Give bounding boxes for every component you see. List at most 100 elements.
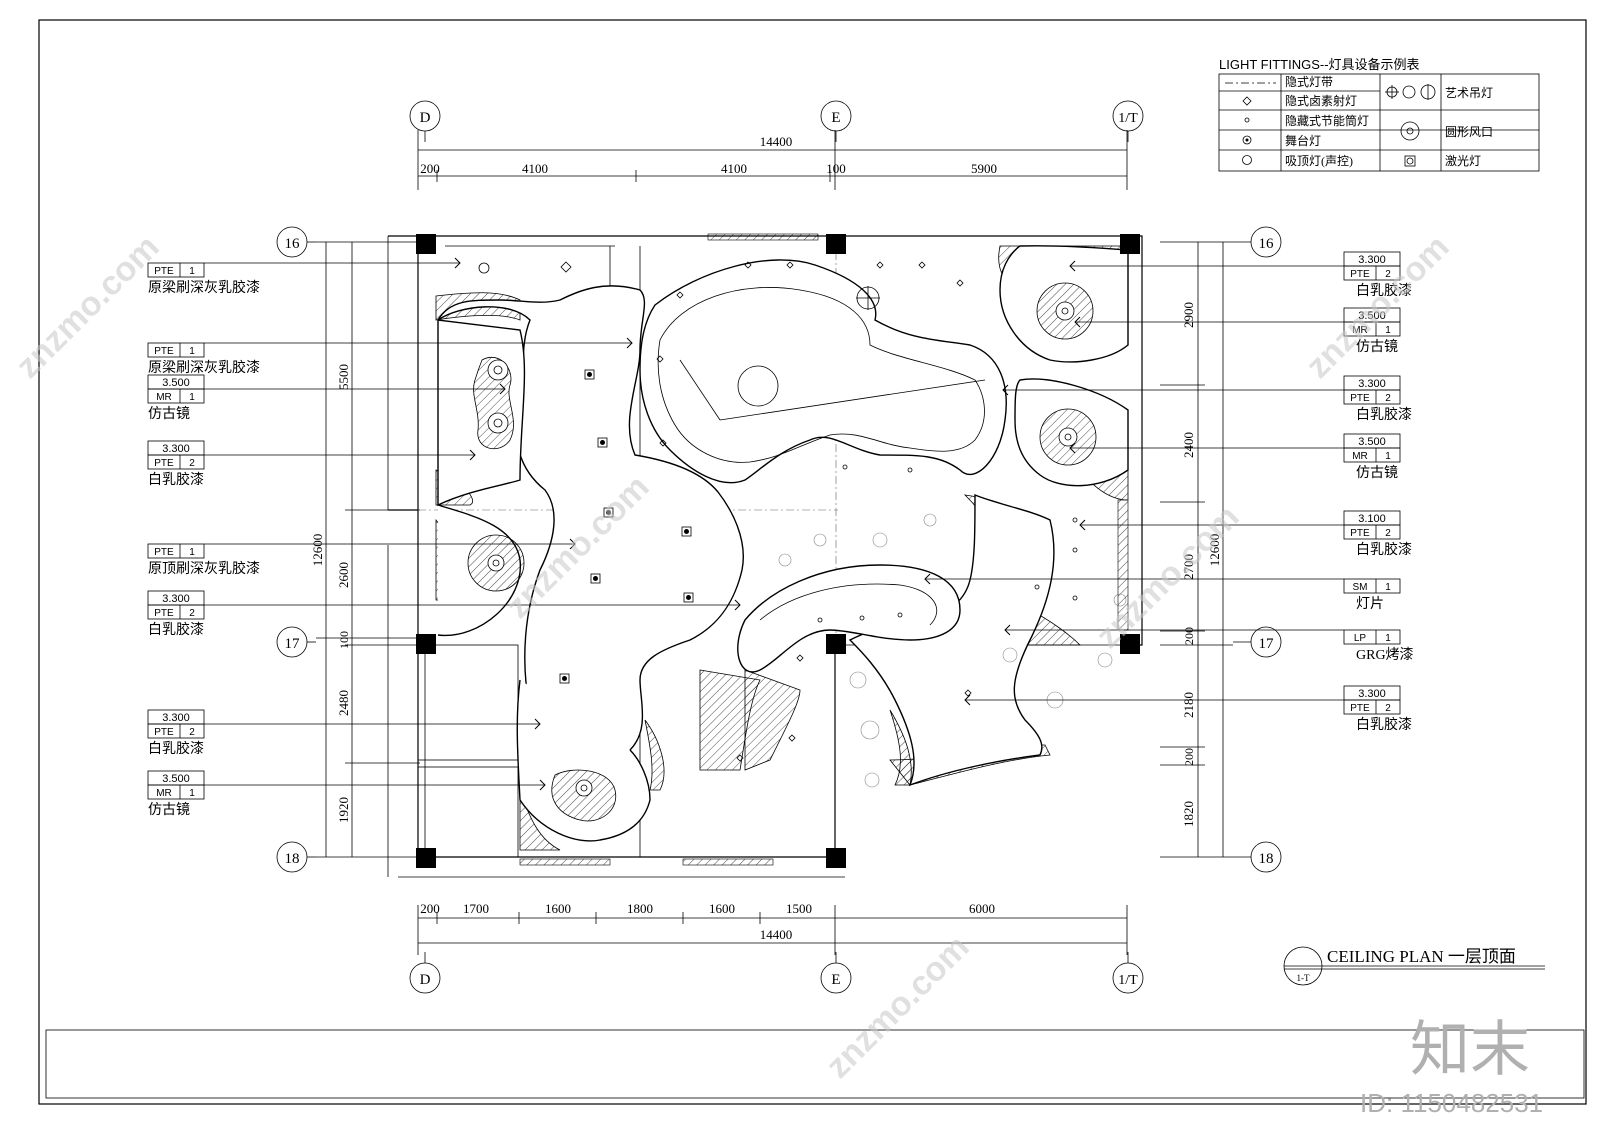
dim-left-3: 100	[337, 631, 351, 649]
row-right-18: 18	[1259, 851, 1274, 867]
watermark-id: ID: 1150482531	[1360, 1088, 1543, 1118]
tag-label: 白乳胶漆	[1356, 406, 1412, 423]
row-right-16: 16	[1259, 236, 1275, 252]
watermark-text-1: znzmo.com	[9, 228, 167, 386]
tag-elevation: 3.500	[162, 377, 190, 389]
row-bubbles: 16 17 18 16 17 18	[276, 226, 1282, 873]
dim-bottom-6: 1500	[786, 901, 812, 916]
axis-bubbles-bottom: D E 1/T	[409, 952, 1144, 994]
tag-number: 2	[189, 458, 195, 469]
tag-code: PTE	[154, 458, 174, 469]
dim-top-1: 200	[420, 161, 440, 176]
floor-plan	[387, 233, 1143, 878]
tag-code: PTE	[1350, 528, 1370, 539]
dim-right-1: 2900	[1181, 302, 1196, 328]
row-left-17: 17	[285, 636, 301, 652]
tag-label: 灯片	[1356, 596, 1384, 612]
tag-elevation: 3.100	[1358, 513, 1386, 525]
tag-elevation: 3.300	[1358, 688, 1386, 700]
tag-code: MR	[156, 788, 172, 799]
tag-label: 仿古镜	[1356, 465, 1398, 481]
tag-label: 白乳胶漆	[148, 621, 204, 638]
tag-code: MR	[1352, 451, 1368, 462]
tag-elevation: 3.500	[1358, 310, 1386, 322]
dim-bottom-3: 1600	[545, 901, 571, 916]
tag-code: PTE	[154, 547, 174, 558]
tag-number: 2	[189, 727, 195, 738]
dim-left-total: 12600	[310, 534, 325, 567]
tag-label: 白乳胶漆	[148, 740, 204, 757]
dim-bottom-1: 200	[420, 901, 440, 916]
tag-number: 1	[189, 392, 195, 403]
dim-top-2: 4100	[522, 161, 548, 176]
tag-label: 仿古镜	[1356, 339, 1398, 355]
legend-table: LIGHT FITTINGS--灯具设备示例表 隐式灯带 隐式卤素射灯 隐藏式节…	[1218, 57, 1540, 172]
bottom-dimension-chain: 200 1700 1600 1800 1600 1500 6000 14400	[417, 901, 1128, 955]
dim-top-3: 4100	[721, 161, 747, 176]
axis-bottom-t: 1/T	[1118, 973, 1138, 988]
spotlights	[559, 369, 694, 684]
dim-right-2: 2400	[1181, 432, 1196, 458]
sheet-border	[38, 19, 1587, 1105]
axis-bubbles-top: D E 1/T	[409, 100, 1144, 142]
tag-number: 2	[1385, 393, 1391, 404]
axis-bottom-e: E	[831, 972, 840, 988]
tag-label: 白乳胶漆	[1356, 716, 1412, 733]
tag-code: PTE	[1350, 393, 1370, 404]
tag-number: 1	[189, 788, 195, 799]
tag-elevation: 3.500	[1358, 436, 1386, 448]
row-left-16: 16	[285, 236, 301, 252]
watermark-text-4: znzmo.com	[819, 928, 977, 1086]
axis-top-d: D	[420, 110, 431, 126]
legend-item-2: 隐式卤素射灯	[1285, 93, 1357, 108]
dim-bottom-5: 1600	[709, 901, 735, 916]
dim-left-2: 2600	[336, 562, 351, 588]
tag-code: SM	[1353, 582, 1368, 593]
legend-title: LIGHT FITTINGS--灯具设备示例表	[1219, 57, 1420, 72]
tag-code: PTE	[154, 266, 174, 277]
tag-elevation: 3.500	[162, 773, 190, 785]
plan-title-block: 1-T CEILING PLAN 一层顶面	[1283, 946, 1545, 986]
tag-number: 1	[189, 547, 195, 558]
round-vent-icon	[1400, 121, 1420, 141]
top-dimension-chain: 14400 200 4100 4100 100 5900	[417, 130, 1128, 190]
tag-label: 白乳胶漆	[148, 471, 204, 488]
left-dimension-chain: 12600 5500 2600 100 2480 1920	[310, 241, 420, 858]
tag-number: 1	[1385, 451, 1391, 462]
dim-right-4: 200	[1182, 627, 1196, 645]
dim-bottom-2: 1700	[463, 901, 489, 916]
tag-number: 1	[189, 266, 195, 277]
dim-left-1: 5500	[336, 364, 351, 390]
laser-light-icon	[1404, 155, 1416, 167]
legend-item-5: 吸顶灯(声控)	[1285, 154, 1353, 168]
tag-number: 2	[189, 608, 195, 619]
plan-title: CEILING PLAN 一层顶面	[1327, 947, 1516, 966]
tag-number: 1	[1385, 325, 1391, 336]
watermark-text-5: znzmo.com	[1299, 228, 1457, 386]
legend-item-1: 隐式灯带	[1285, 75, 1333, 89]
tag-label: GRG烤漆	[1356, 647, 1414, 663]
tag-number: 2	[1385, 269, 1391, 280]
tag-number: 1	[1385, 582, 1391, 593]
dim-top-4: 100	[826, 161, 846, 176]
dim-left-5: 1920	[336, 797, 351, 823]
tag-elevation: 3.300	[162, 443, 190, 455]
tag-code: PTE	[1350, 269, 1370, 280]
tag-number: 1	[1385, 633, 1391, 644]
dim-right-6: 200	[1182, 748, 1196, 766]
tag-code: MR	[1352, 325, 1368, 336]
axis-top-t: 1/T	[1118, 111, 1138, 126]
dim-top-5: 5900	[971, 161, 997, 176]
row-right-17: 17	[1259, 636, 1275, 652]
right-dimension-chain: 12600 2900 2400 2700 200 2180 200 1820	[1160, 241, 1233, 858]
sheet-ref: 1-T	[1297, 973, 1310, 983]
